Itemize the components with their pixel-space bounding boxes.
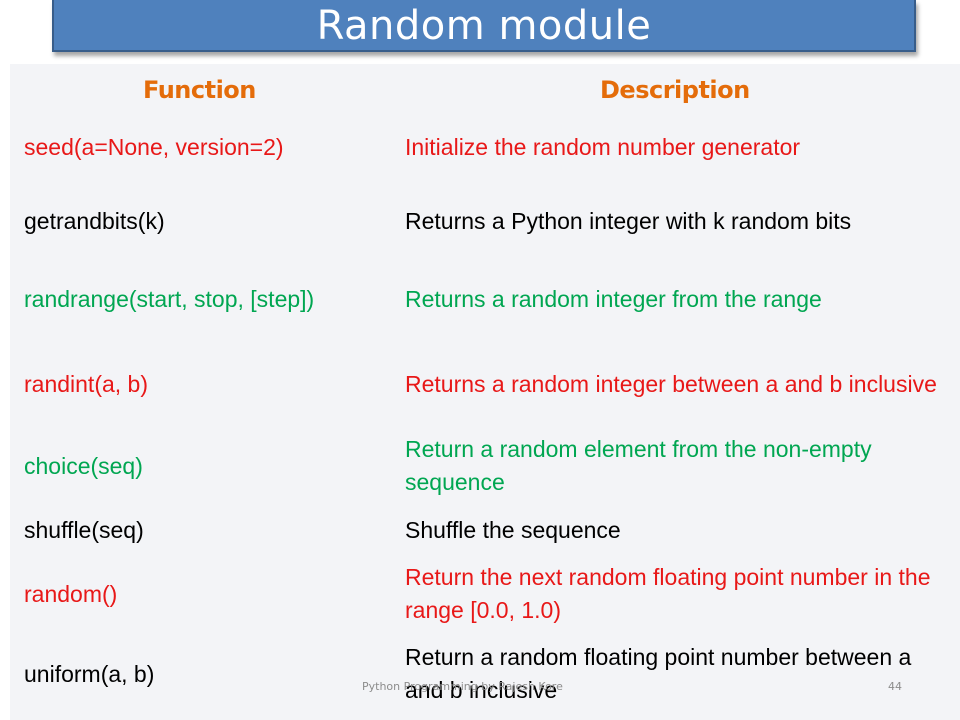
- description-cell: Return the next random floating point nu…: [405, 564, 931, 623]
- description-cell: Initialize the random number generator: [405, 133, 801, 160]
- description-cell: Returns a random integer between a and b…: [405, 370, 937, 397]
- page-number: 44: [888, 680, 902, 693]
- table-row: seed(a=None, version=2) Initialize the r…: [10, 126, 960, 168]
- function-cell: randrange(start, stop, [step]): [24, 285, 315, 312]
- table-row: uniform(a, b) Return a random floating p…: [10, 639, 960, 709]
- table-header-row: Function Description: [10, 76, 960, 116]
- slide-footer: Python Programming by Rajesh Kore: [362, 680, 563, 693]
- table-row: shuffle(seq) Shuffle the sequence: [10, 509, 960, 551]
- function-table: Function Description seed(a=None, versio…: [10, 64, 960, 720]
- column-header-function: Function: [143, 76, 256, 104]
- function-cell: choice(seq): [24, 452, 143, 479]
- function-cell: seed(a=None, version=2): [24, 133, 284, 160]
- function-cell: getrandbits(k): [24, 207, 165, 234]
- function-cell: uniform(a, b): [24, 660, 155, 687]
- table-row: randint(a, b) Returns a random integer b…: [10, 349, 960, 419]
- function-cell: random(): [24, 580, 118, 607]
- description-cell: Returns a random integer from the range: [405, 285, 822, 312]
- table-row: getrandbits(k) Returns a Python integer …: [10, 186, 960, 256]
- slide-title: Random module: [316, 3, 652, 49]
- table-row: choice(seq) Return a random element from…: [10, 431, 960, 501]
- function-cell: randint(a, b): [24, 370, 149, 397]
- table-row: random() Return the next random floating…: [10, 559, 960, 629]
- description-cell: Shuffle the sequence: [405, 516, 621, 543]
- description-cell: Return a random floating point number be…: [405, 644, 912, 703]
- function-cell: shuffle(seq): [24, 516, 144, 543]
- title-banner: Random module: [52, 0, 916, 52]
- description-cell: Returns a Python integer with k random b…: [405, 207, 852, 234]
- column-header-description: Description: [600, 76, 750, 104]
- description-cell: Return a random element from the non-emp…: [405, 436, 872, 495]
- table-row: randrange(start, stop, [step]) Returns a…: [10, 264, 960, 334]
